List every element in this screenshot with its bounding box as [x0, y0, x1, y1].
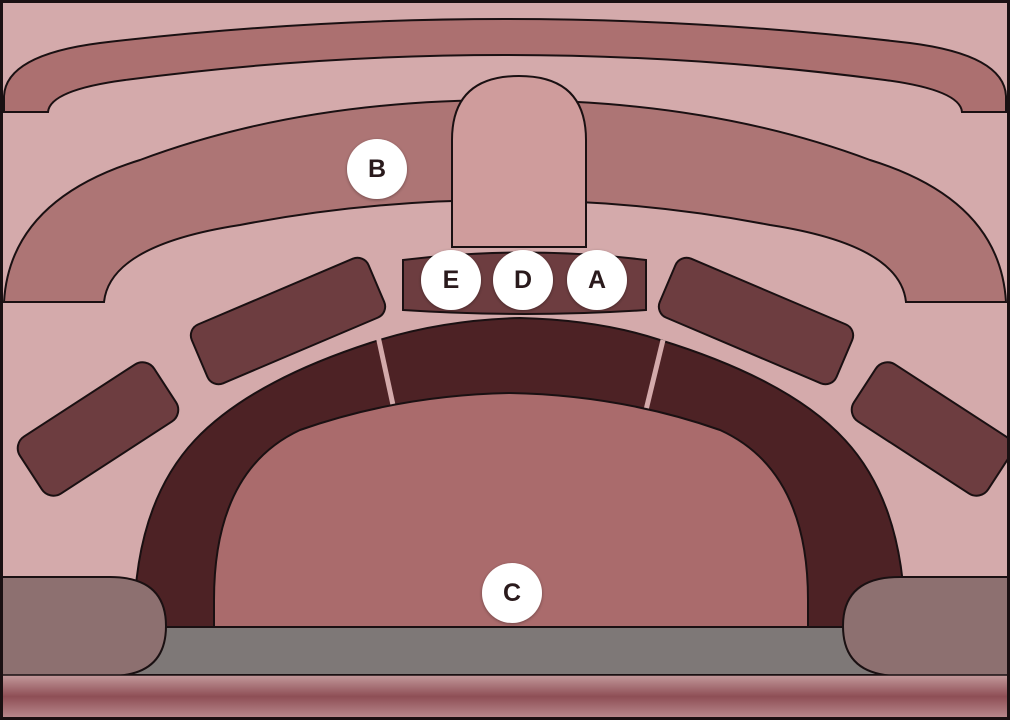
- central-upright: [451, 74, 587, 248]
- central-dome: [213, 391, 809, 628]
- label-b: B: [368, 155, 386, 183]
- label-a-marker: [567, 250, 627, 310]
- label-e-marker: [421, 250, 481, 310]
- right-base-bump: [841, 576, 1009, 677]
- label-d: D: [514, 266, 532, 294]
- label-b-marker: [347, 139, 407, 199]
- right-outer-stone: [850, 361, 1010, 497]
- left-outer-stone: [16, 361, 180, 497]
- label-e: E: [443, 266, 460, 294]
- label-c: C: [503, 579, 521, 607]
- inner-arch-joint-right: [643, 339, 666, 411]
- label-a: A: [588, 266, 606, 294]
- label-c-marker: [482, 563, 542, 623]
- label-d-marker: [493, 250, 553, 310]
- right-inner-stone: [657, 256, 855, 386]
- left-base-bump: [1, 576, 168, 677]
- inner-arch-joint-left: [375, 335, 396, 406]
- outer-arch-band: [3, 18, 1007, 113]
- middle-arch-band: [2, 98, 1008, 303]
- left-inner-stone: [189, 256, 387, 386]
- base-bar: [89, 626, 921, 676]
- floor-strip: [1, 674, 1009, 719]
